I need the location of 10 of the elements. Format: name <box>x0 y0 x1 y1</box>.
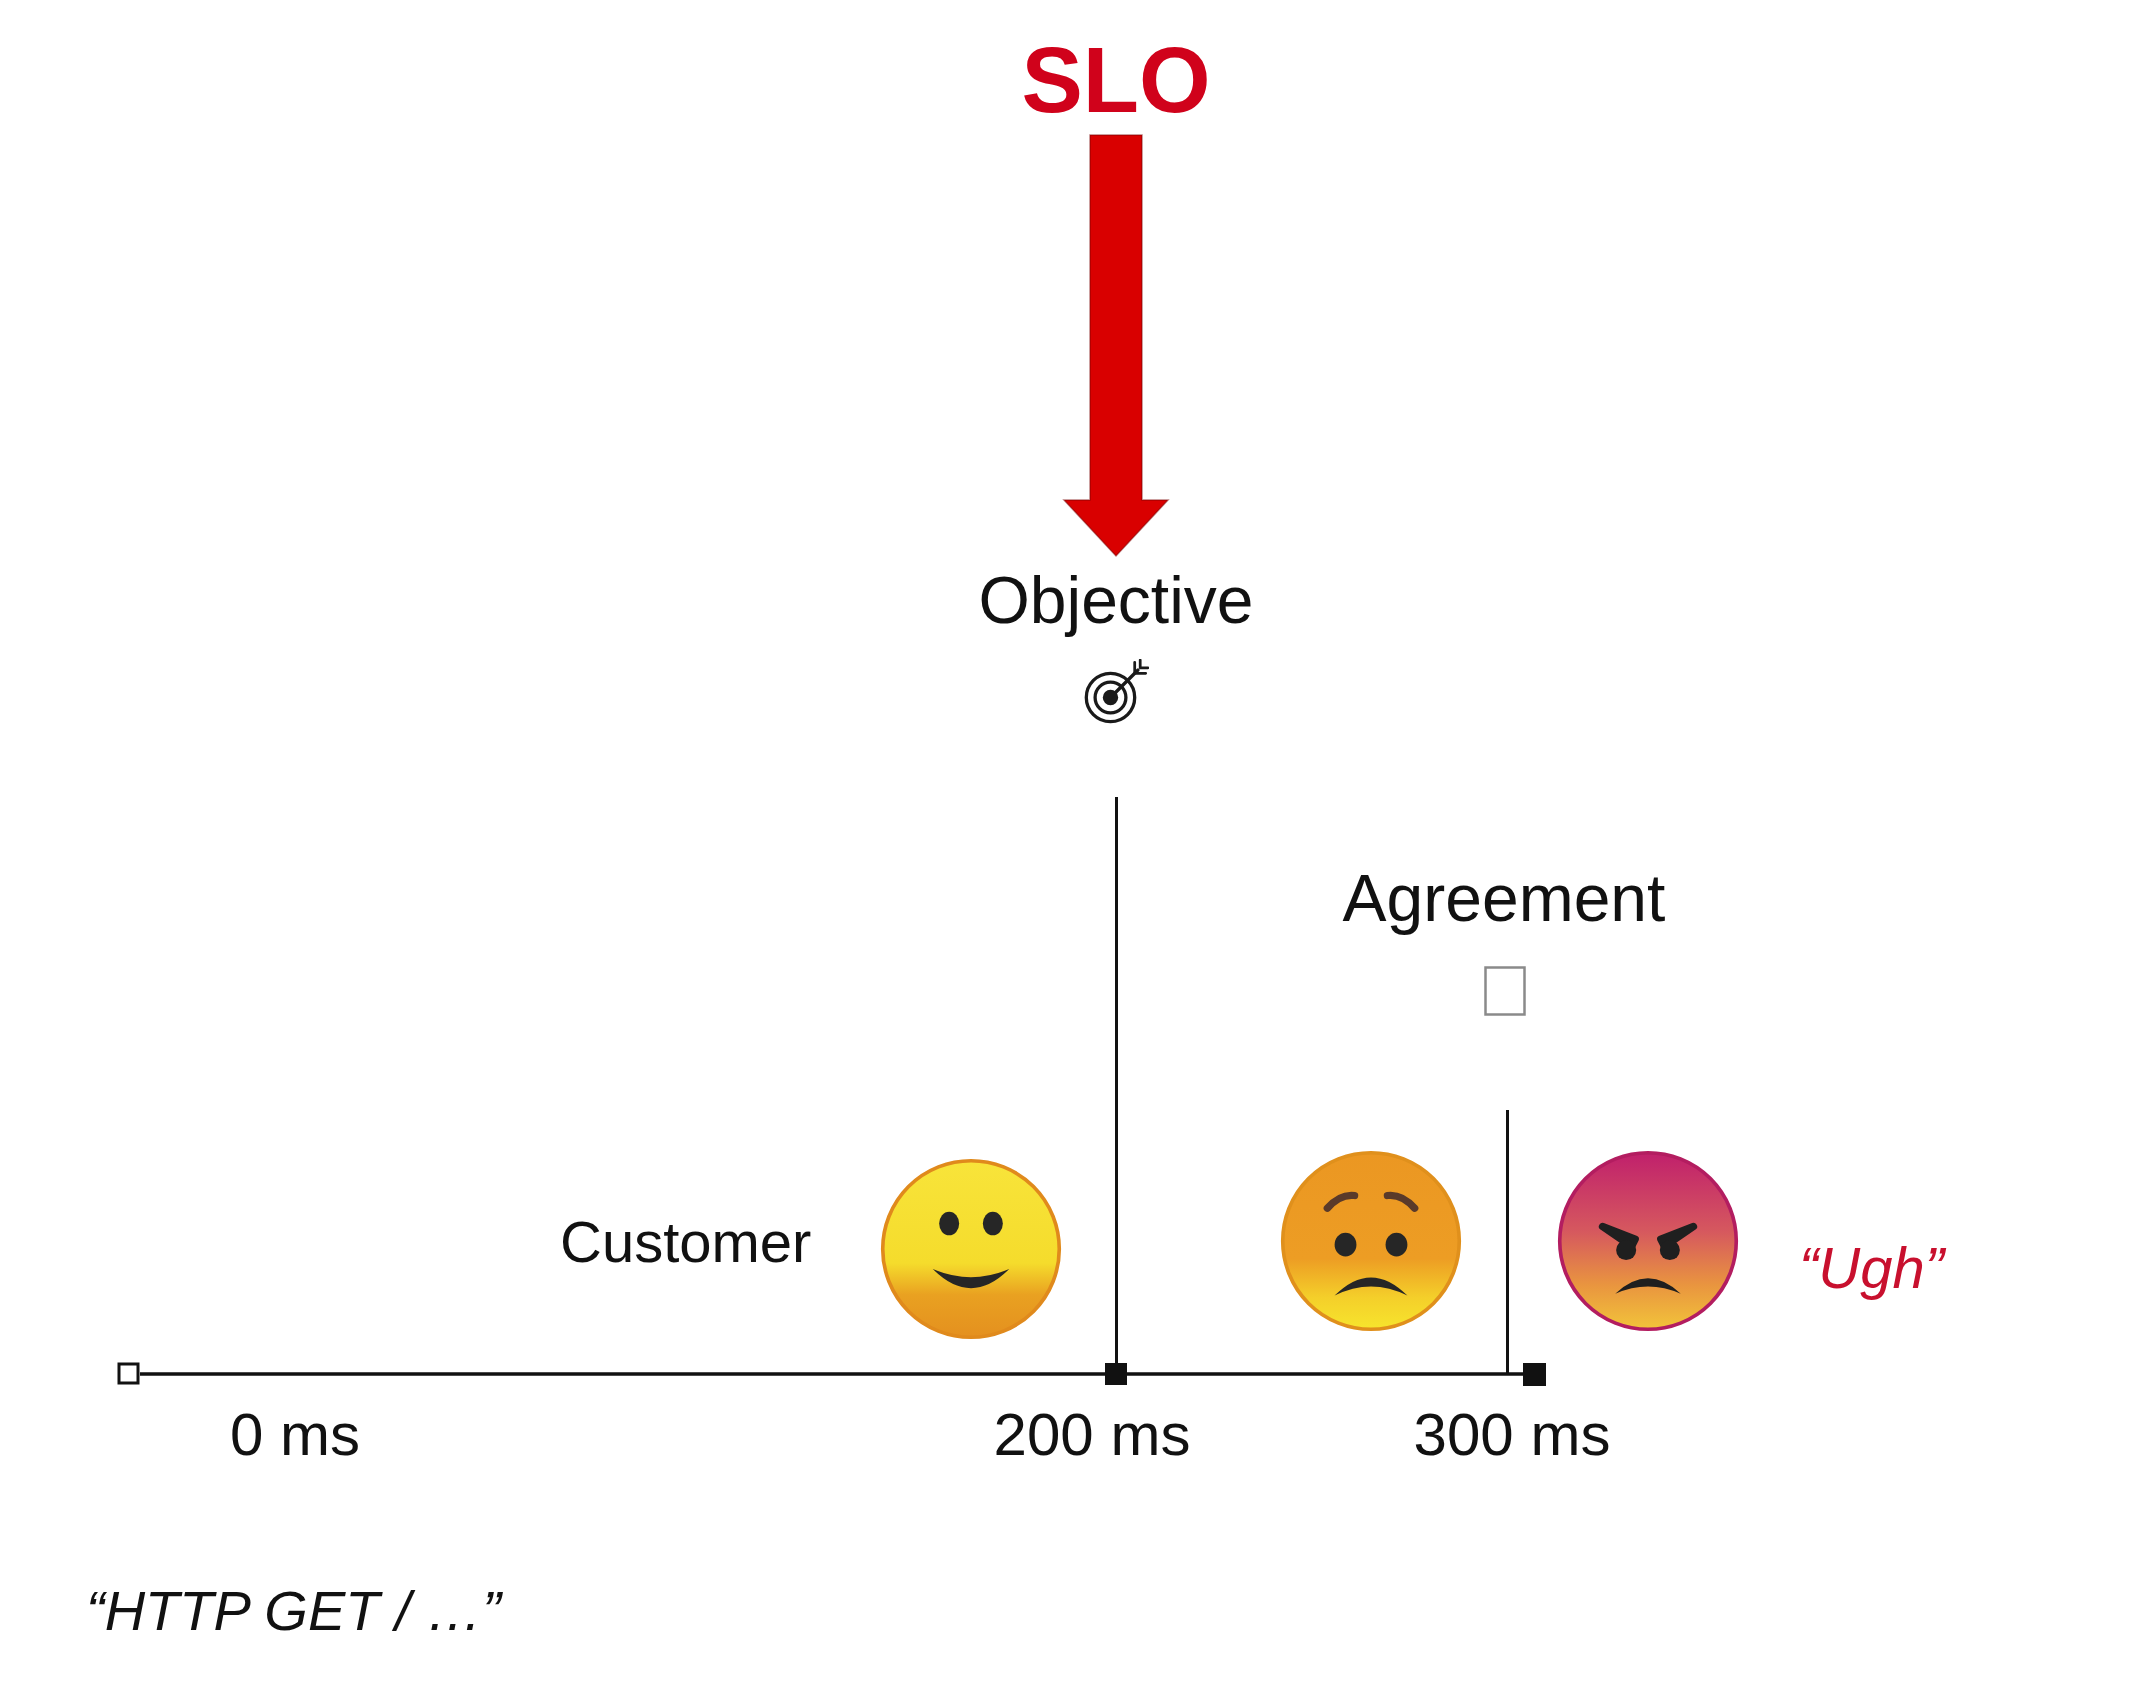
quote-text: “Ugh” <box>1799 1235 1945 1301</box>
term-label: Agreement <box>1342 860 1666 936</box>
term-label: Objective <box>978 562 1254 638</box>
row-label: Customer <box>560 1209 812 1275</box>
tick-label: 200 ms <box>993 1401 1191 1469</box>
request-text: “HTTP GET / …” <box>86 1579 501 1643</box>
arrow <box>1062 134 1170 558</box>
acronym-heading: SLO <box>1021 31 1211 129</box>
tick-label: 300 ms <box>1413 1401 1611 1469</box>
tick-label: 0 ms <box>230 1401 361 1469</box>
